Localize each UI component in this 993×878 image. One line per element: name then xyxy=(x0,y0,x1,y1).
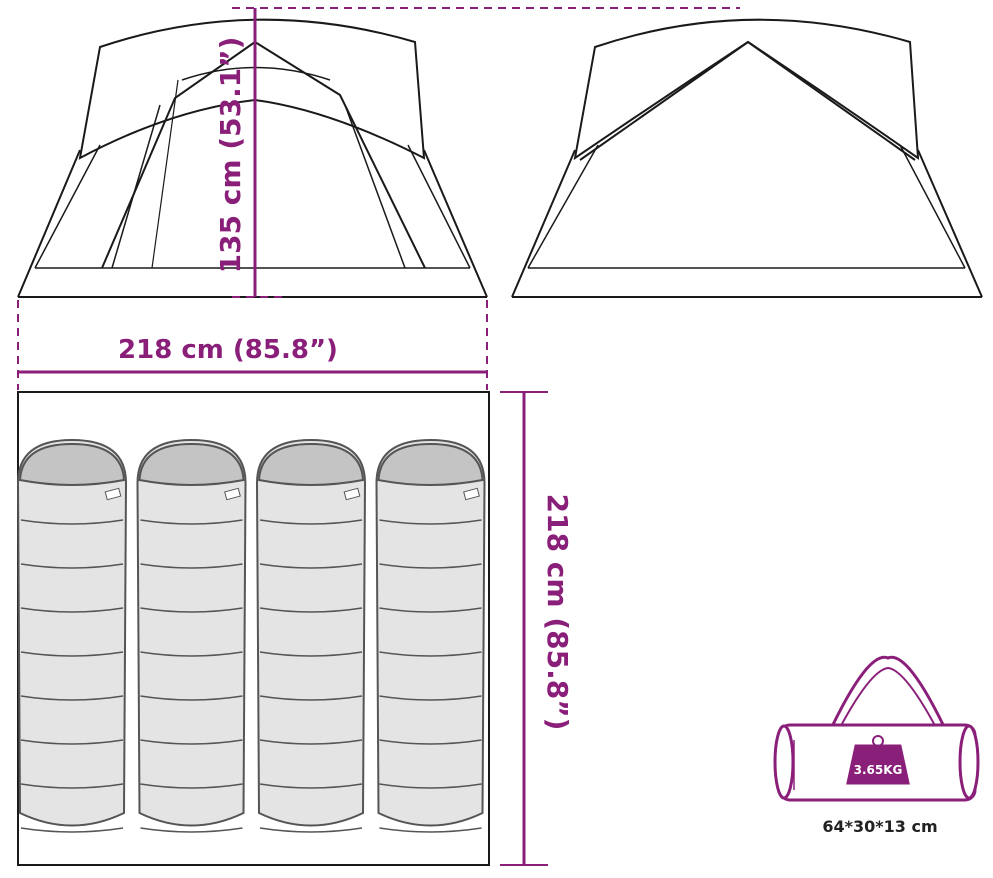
width-dimension-label: 218 cm (85.8”) xyxy=(118,335,338,365)
weight-icon xyxy=(846,735,910,785)
floor-plan xyxy=(16,391,490,866)
sleeping-bags xyxy=(16,438,486,833)
tent-front-view xyxy=(17,18,488,298)
height-dimension: 135 cm (53.1”) xyxy=(214,7,740,298)
height-dimension-label: 135 cm (53.1”) xyxy=(214,37,247,274)
bag-size-label: 64*30*13 cm xyxy=(822,817,937,836)
length-dimension: 218 cm (85.8”) xyxy=(500,391,574,866)
sleeping-bag-icon xyxy=(255,438,367,833)
sleeping-bag-icon xyxy=(136,438,247,833)
tent-back-view xyxy=(511,18,983,298)
length-dimension-label: 218 cm (85.8”) xyxy=(541,494,574,731)
width-dimension: 218 cm (85.8”) xyxy=(17,300,488,390)
sleeping-bag-icon xyxy=(16,438,128,833)
weight-label: 3.65KG xyxy=(854,763,903,777)
carry-bag-icon: 3.65KG xyxy=(773,655,980,802)
sleeping-bag-icon xyxy=(375,438,486,833)
